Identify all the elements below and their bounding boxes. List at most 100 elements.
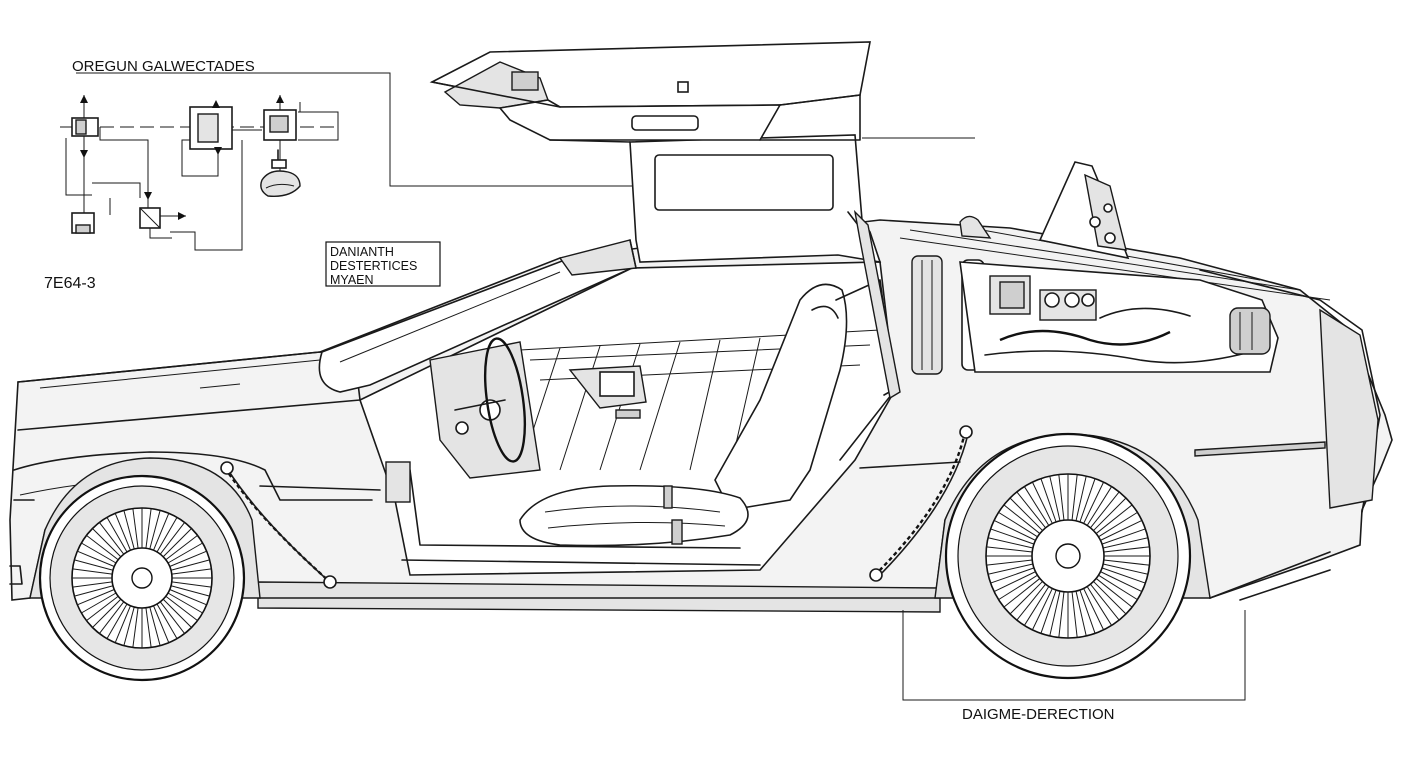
wheel-spoke	[167, 592, 203, 614]
wheel-spoke	[1101, 528, 1146, 545]
schematic-arrows	[80, 95, 284, 220]
info-box: DANIANTH DESTERTICES MYAEN	[325, 241, 441, 287]
wheel-spoke	[106, 603, 128, 639]
front-wheel	[29, 457, 261, 682]
wheel-spoke	[149, 510, 161, 550]
rear-tail	[1319, 308, 1379, 509]
wheel-spoke	[1095, 578, 1133, 608]
schematic-code: 7E64-3	[44, 275, 96, 292]
dimension-label: DAIGME-DERECTION	[962, 706, 1115, 723]
wheel-spoke	[81, 542, 117, 564]
wheel-spoke	[1009, 497, 1043, 531]
wheel-spoke	[987, 537, 1034, 549]
info-line-2: DESTERTICES	[330, 259, 417, 273]
wheel-spoke	[92, 598, 122, 628]
seat	[519, 279, 896, 547]
wheel-spoke	[106, 517, 128, 553]
wheel-spoke	[92, 528, 122, 558]
wheel-spoke	[74, 585, 114, 597]
wheel-spoke	[1083, 588, 1105, 631]
wheel-spoke	[1075, 590, 1087, 637]
wheel-spoke	[81, 592, 117, 614]
rear-wheel	[934, 432, 1211, 680]
wheel-spoke	[145, 508, 152, 549]
wheel-spoke	[1098, 511, 1138, 538]
wheel-spoke	[98, 601, 125, 634]
wheel-spoke	[1071, 474, 1078, 521]
wheel-spoke	[159, 522, 186, 555]
wheel-spoke	[1083, 481, 1105, 524]
wheel-spoke	[1023, 586, 1050, 626]
wheel-spoke	[1090, 583, 1120, 621]
wheel-spoke	[998, 574, 1038, 601]
wheel-spoke	[149, 606, 161, 646]
wheel-spoke	[998, 511, 1038, 538]
wheel-spoke	[123, 510, 135, 550]
gullwing-door	[429, 41, 901, 400]
wheel-spoke	[1003, 578, 1041, 608]
wheel-spoke	[162, 528, 192, 558]
wheel-spoke	[156, 603, 178, 639]
wheel-spoke	[74, 559, 114, 571]
schematic-title: OREGUN GALWECTADES	[72, 58, 255, 75]
wheel-spoke	[1031, 588, 1053, 631]
wheel-spoke	[1023, 486, 1050, 526]
rocker-panel	[257, 581, 941, 613]
wheel-spoke	[132, 607, 139, 648]
wheel-spoke	[169, 589, 207, 606]
wheel-spoke	[1103, 546, 1150, 553]
wheel-spoke	[990, 567, 1035, 584]
wheel-spoke	[1086, 586, 1113, 626]
wheel-spoke	[145, 607, 152, 648]
wheel-spoke	[1093, 581, 1127, 615]
wheel-spoke	[72, 568, 113, 575]
wheel-spoke	[1016, 491, 1046, 529]
wheel-spoke	[1075, 475, 1087, 522]
info-line-3: MYAEN	[330, 273, 374, 287]
wheel-spoke	[1102, 537, 1149, 549]
wheel-spoke	[153, 513, 170, 551]
car-body	[9, 41, 1393, 682]
wheel-spoke	[1040, 589, 1057, 634]
dimension-callout: DAIGME-DERECTION	[902, 610, 1246, 723]
wheel-spoke	[170, 559, 210, 571]
wheel-spoke	[98, 522, 125, 555]
wheel-spoke	[165, 534, 198, 561]
wheel-spoke	[169, 550, 207, 567]
roof-vent	[959, 215, 992, 239]
engine-cutaway	[959, 261, 1279, 373]
wheel-spoke	[1103, 559, 1150, 566]
wheel-spoke	[72, 581, 113, 588]
wheel-spoke	[123, 606, 135, 646]
wheel-spoke	[159, 601, 186, 634]
wheel-spoke	[1102, 563, 1149, 575]
wheel-spoke	[1093, 497, 1127, 531]
wheel-spoke	[1100, 571, 1143, 593]
wheel-spoke	[986, 546, 1033, 553]
wheel-spoke	[1040, 478, 1057, 523]
wheel-spoke	[1071, 591, 1078, 638]
wheel-spoke	[993, 571, 1036, 593]
wheel-spoke	[1101, 567, 1146, 584]
wheel-spoke	[1031, 481, 1053, 524]
wheel-spoke	[86, 595, 119, 622]
wheel-spoke	[1090, 491, 1120, 529]
wheel-spoke	[114, 513, 131, 551]
wheel-spoke	[993, 519, 1036, 541]
wheel-spoke	[1079, 478, 1096, 523]
wheel-spoke	[170, 585, 210, 597]
wheel-spoke	[1086, 486, 1113, 526]
wheel-spoke	[1058, 591, 1065, 638]
wheel-spoke	[162, 598, 192, 628]
wheel-spoke	[171, 581, 212, 588]
wheel-spoke	[1049, 475, 1061, 522]
wheel-spoke	[165, 595, 198, 622]
braided-cables	[220, 425, 973, 589]
wheel-spoke	[77, 550, 115, 567]
wheel-spoke	[171, 568, 212, 575]
wheel-spoke	[132, 508, 139, 549]
wheel-spoke	[1016, 583, 1046, 621]
wheel-spoke	[1049, 590, 1061, 637]
wheel-spoke	[1079, 589, 1096, 634]
